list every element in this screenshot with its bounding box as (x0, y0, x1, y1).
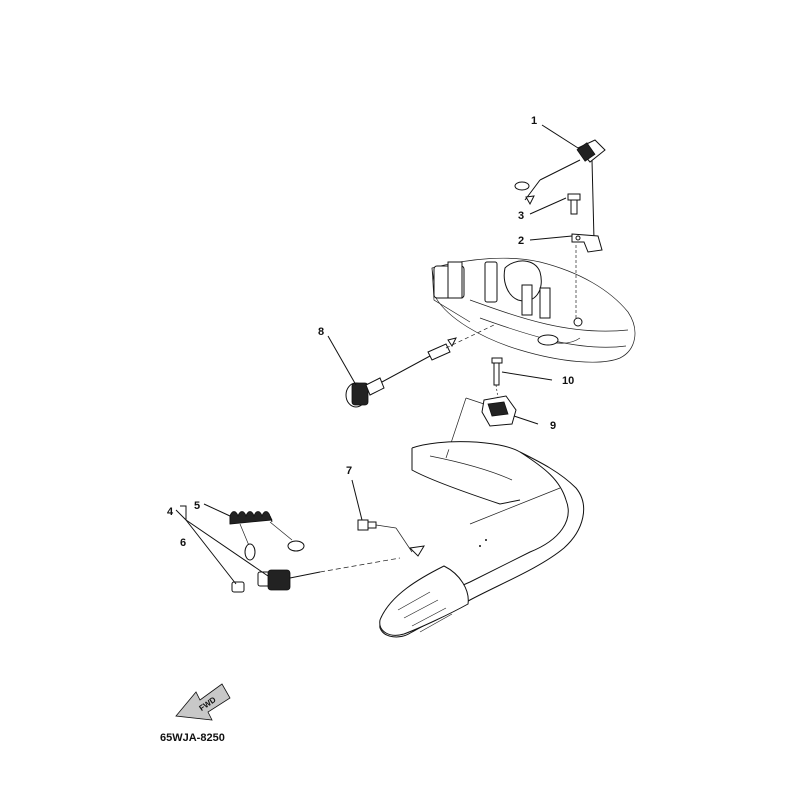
part-1-switch-assembly (514, 139, 606, 241)
callout-labels: 1 2 3 4 5 6 7 8 9 10 (167, 115, 574, 549)
part-7-bolt (357, 519, 425, 557)
tiller-handle (379, 441, 585, 638)
callout-7: 7 (346, 465, 352, 477)
callout-3: 3 (518, 210, 524, 222)
part-2-bracket (571, 233, 603, 320)
part-8-stop-switch (345, 323, 497, 408)
callout-9: 9 (550, 420, 556, 432)
fwd-direction-arrow: FWD (175, 683, 231, 721)
part-3-screw (567, 193, 581, 215)
callout-1: 1 (531, 115, 537, 127)
callout-2: 2 (518, 235, 524, 247)
callout-5: 5 (194, 500, 200, 512)
callout-8: 8 (318, 326, 324, 338)
part-4-lanyard-switch (257, 557, 401, 591)
engine-cowling-outline (431, 257, 636, 363)
callout-6: 6 (180, 537, 186, 549)
part-6-clip (231, 581, 245, 593)
callout-10: 10 (562, 375, 574, 387)
drawing-code: 65WJA-8250 (160, 732, 225, 744)
callout-leader-lines (175, 124, 579, 585)
part-10-bolt (491, 357, 503, 399)
callout-4: 4 (167, 506, 174, 518)
part-5-coiled-lanyard (229, 511, 305, 561)
